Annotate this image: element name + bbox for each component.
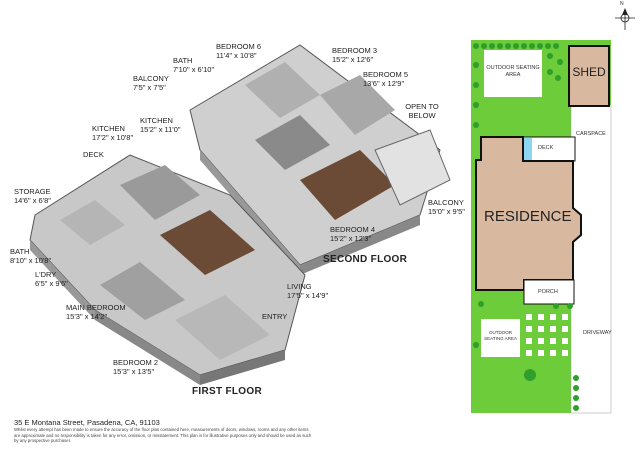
site-plan: [471, 8, 635, 414]
room-label-deck: DECK: [83, 150, 104, 159]
outdoor-seating-top-label: OUTDOOR SEATING AREA: [486, 65, 540, 78]
carspace-label: CARSPACE: [576, 131, 606, 137]
first-floor-plan: [29, 154, 306, 385]
first-floor-title: FIRST FLOOR: [192, 386, 262, 397]
property-address: 35 E Montana Street, Pasadena, CA, 91103: [14, 418, 160, 427]
room-label-entry: ENTRY: [262, 312, 288, 321]
deck-label: DECK: [538, 145, 554, 151]
residence-label: RESIDENCE: [484, 208, 572, 225]
shed-label: SHED: [572, 65, 606, 79]
outdoor-seating-bottom-label: OUTDOOR SEATING AREA: [484, 330, 517, 341]
driveway-label: DRIVEWAY: [583, 330, 612, 336]
second-floor-title: SECOND FLOOR: [323, 254, 408, 265]
north-compass-icon: [615, 8, 635, 30]
porch-label: PORCH: [538, 289, 558, 295]
disclaimer-text: Whilst every attempt has been made to en…: [14, 427, 312, 444]
room-label-open-to-below: OPEN TO BELOW: [405, 102, 439, 120]
north-label: N: [620, 1, 624, 7]
